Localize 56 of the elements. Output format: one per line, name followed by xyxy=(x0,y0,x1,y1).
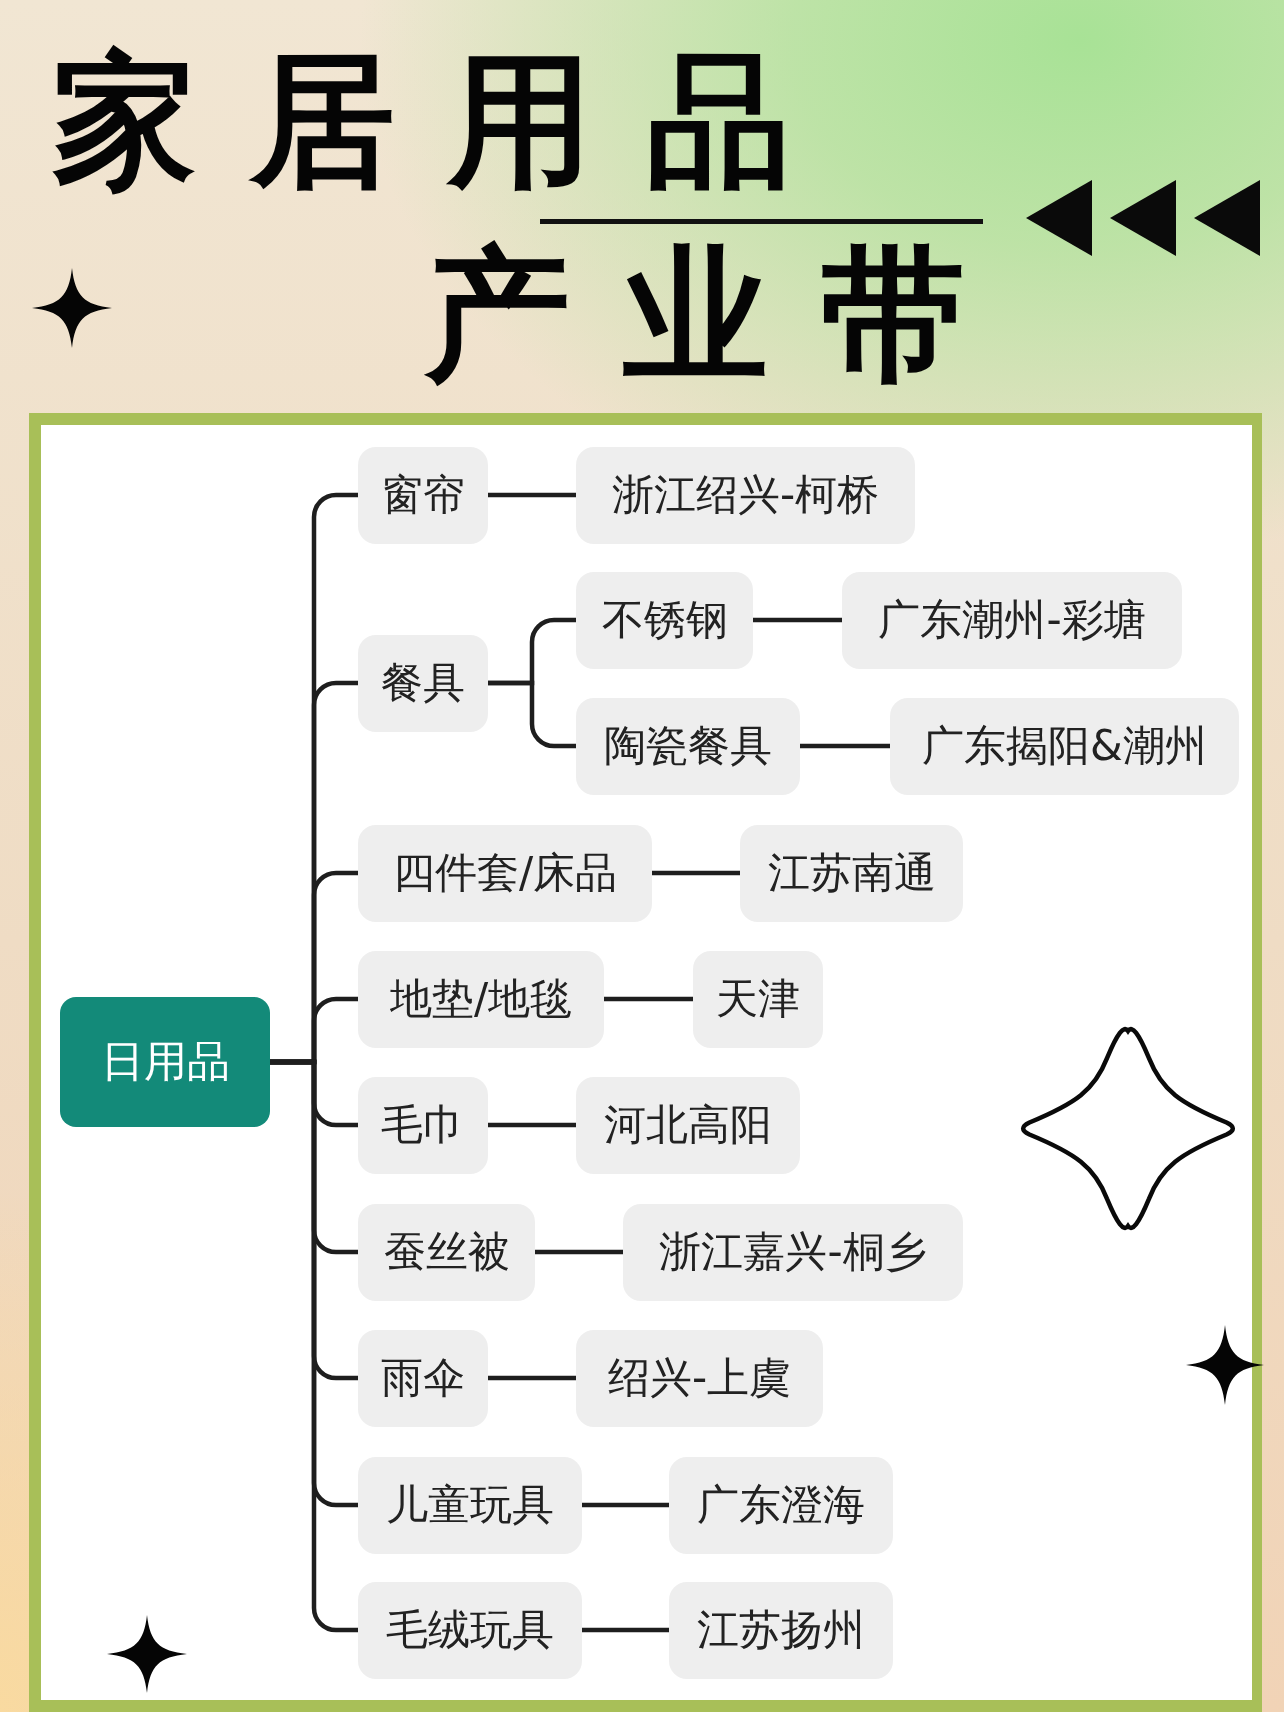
topic-text: 广东揭阳&潮州 xyxy=(922,720,1207,772)
topic-box xyxy=(358,1076,488,1174)
topic-text: 天津 xyxy=(716,973,800,1025)
subtopic-box xyxy=(623,1203,963,1301)
topic-text: 蚕丝被 xyxy=(383,1226,510,1278)
topic-text: 不锈钢 xyxy=(601,594,728,646)
topic-text: 儿童玩具 xyxy=(386,1479,554,1531)
topic-text: 日用品 xyxy=(100,1036,230,1088)
connector-line xyxy=(582,1627,669,1633)
connector-line xyxy=(800,743,890,749)
subtopic-box xyxy=(740,824,963,922)
topic-text: 窗帘 xyxy=(381,469,465,521)
topic-text: 地垫/地毯 xyxy=(389,973,573,1025)
connector-line xyxy=(652,870,740,876)
subtopic-box xyxy=(576,1329,823,1427)
subtopic-box xyxy=(693,950,823,1048)
topic-text: 绍兴-上虞 xyxy=(607,1352,792,1404)
topic-box xyxy=(358,824,652,922)
subtopic-box xyxy=(669,1581,893,1679)
topic-text: 广东澄海 xyxy=(697,1479,865,1531)
topic-box xyxy=(358,446,488,544)
topic-box xyxy=(358,1581,582,1679)
connector-line xyxy=(488,680,576,749)
connector-line xyxy=(488,1375,576,1381)
topic-text: 江苏扬州 xyxy=(697,1604,865,1656)
topic-box xyxy=(358,1203,535,1301)
topic-text: 陶瓷餐具 xyxy=(604,720,772,772)
subtopic-box xyxy=(576,571,753,669)
topic-box xyxy=(358,1329,488,1427)
topic-text: 广东潮州-彩塘 xyxy=(878,594,1146,646)
subtopic-box xyxy=(576,697,800,795)
topic-text: 浙江嘉兴-桐乡 xyxy=(659,1226,927,1278)
topic-text: 江苏南通 xyxy=(767,847,936,899)
subtopic-box xyxy=(576,446,915,544)
connector-line xyxy=(488,492,576,498)
subtopic-box xyxy=(842,571,1182,669)
root-topic-box xyxy=(60,997,270,1127)
subtopic-box xyxy=(576,1076,800,1174)
topic-text: 雨伞 xyxy=(381,1352,465,1404)
topic-box xyxy=(358,1456,582,1554)
topic-text: 四件套/床品 xyxy=(392,847,618,899)
connector-line xyxy=(582,1502,669,1508)
topic-text: 餐具 xyxy=(381,657,465,709)
topic-text: 毛巾 xyxy=(381,1099,465,1151)
topic-text: 浙江绍兴-柯桥 xyxy=(611,469,880,521)
connector-line xyxy=(488,1122,576,1128)
connector-line xyxy=(604,996,693,1002)
topic-box xyxy=(358,950,604,1048)
connector-line xyxy=(753,617,842,623)
subtopic-box xyxy=(890,697,1239,795)
topic-text: 毛绒玩具 xyxy=(386,1604,554,1656)
topic-text: 河北高阳 xyxy=(604,1099,772,1151)
connector-line xyxy=(535,1249,623,1255)
topic-box xyxy=(358,634,488,732)
subtopic-box xyxy=(669,1456,893,1554)
connector-line xyxy=(270,1059,358,1633)
